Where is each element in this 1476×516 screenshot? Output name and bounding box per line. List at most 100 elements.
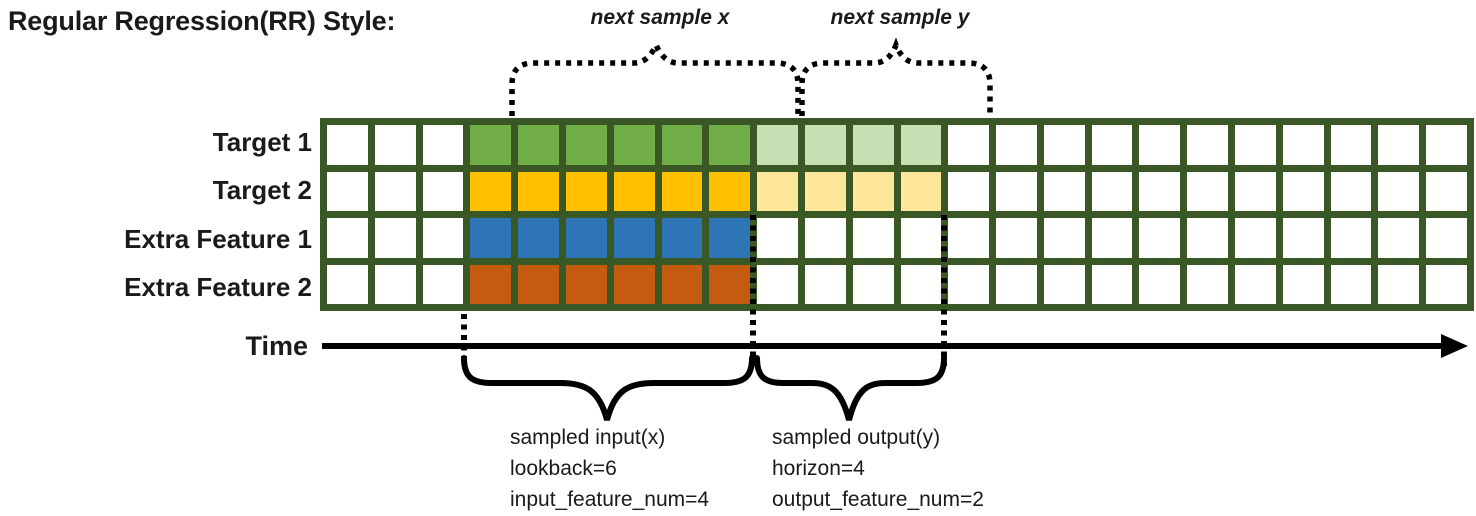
grid-cell <box>1139 264 1181 304</box>
grid-cell <box>996 218 1037 258</box>
grid-cell <box>804 171 846 211</box>
grid-cell <box>1378 218 1420 258</box>
grid-cell <box>948 125 990 165</box>
grid-cell <box>518 125 559 165</box>
grid-cell <box>900 218 942 258</box>
grid-cell <box>996 125 1037 165</box>
grid-cell <box>1043 125 1085 165</box>
grid-cell <box>852 218 894 258</box>
grid-cell <box>996 171 1037 211</box>
grid-cell <box>327 218 368 258</box>
grid-cell <box>1426 171 1467 211</box>
time-axis-arrowhead <box>1441 334 1468 358</box>
grid-cell <box>804 218 846 258</box>
grid-cell <box>470 218 512 258</box>
grid-cell <box>804 264 846 304</box>
grid-cell <box>900 264 942 304</box>
grid-cell <box>470 171 512 211</box>
grid-cell <box>757 218 798 258</box>
grid-cell <box>565 171 607 211</box>
row-label: Target 1 <box>212 127 312 157</box>
page-title: Regular Regression(RR) Style: <box>8 6 396 36</box>
grid-cell <box>1330 171 1372 211</box>
grid-cell <box>661 171 703 211</box>
grid-cell <box>1139 125 1181 165</box>
grid-cell <box>757 171 798 211</box>
grid-cell <box>422 171 464 211</box>
grid-cell <box>757 264 798 304</box>
grid-cell <box>709 264 751 304</box>
grid-cell <box>661 218 703 258</box>
grid-cell <box>1330 264 1372 304</box>
grid-cell <box>565 218 607 258</box>
grid-cell <box>1139 171 1181 211</box>
grid-cell <box>757 125 798 165</box>
grid-cell <box>613 125 655 165</box>
next-sample-x-brace <box>509 38 801 116</box>
grid-cell <box>709 125 751 165</box>
grid-cell <box>518 264 559 304</box>
grid-cell <box>1043 171 1085 211</box>
grid-cell <box>374 218 416 258</box>
grid-cell <box>661 125 703 165</box>
row-label: Extra Feature 2 <box>124 271 312 302</box>
grid-cell <box>1043 264 1085 304</box>
grid-cell <box>900 125 942 165</box>
grid-cell <box>1282 264 1324 304</box>
grid-cell <box>1187 171 1229 211</box>
grid-cell <box>709 171 751 211</box>
grid <box>320 118 1474 311</box>
sampled-input-params: sampled input(x) lookback=6 input_featur… <box>510 422 709 515</box>
grid-cell <box>1091 125 1133 165</box>
row-label: Extra Feature 1 <box>124 223 312 254</box>
grid-cell <box>327 125 368 165</box>
grid-cell <box>1187 264 1229 304</box>
grid-cell <box>1043 218 1085 258</box>
grid-cell <box>1187 125 1229 165</box>
lookback-value: lookback=6 <box>510 457 617 480</box>
grid-cell <box>852 171 894 211</box>
grid-cell <box>422 125 464 165</box>
grid-cell <box>518 218 559 258</box>
grid-cell <box>1426 264 1467 304</box>
grid-cell <box>852 264 894 304</box>
sampled-output-params: sampled output(y) horizon=4 output_featu… <box>772 422 984 515</box>
grid-cell <box>1426 125 1467 165</box>
grid-cell <box>948 218 990 258</box>
grid-cell <box>374 171 416 211</box>
grid-cell <box>1235 264 1276 304</box>
next-sample-y-label: next sample y <box>830 6 970 29</box>
grid-cell <box>422 264 464 304</box>
grid-cell <box>374 125 416 165</box>
grid-cell <box>1282 218 1324 258</box>
input-feature-num-value: input_feature_num=4 <box>510 488 710 511</box>
grid-cell <box>1378 125 1420 165</box>
row-label: Target 2 <box>212 175 312 206</box>
grid-cell <box>948 264 990 304</box>
grid-cell <box>470 264 512 304</box>
grid-cell <box>422 218 464 258</box>
grid-cell <box>518 171 559 211</box>
grid-cell <box>1330 125 1372 165</box>
sampled-input-title: sampled input(x) <box>510 426 666 449</box>
next-sample-y-brace <box>799 37 993 116</box>
sampled-output-title: sampled output(y) <box>772 426 941 449</box>
grid-cell <box>613 218 655 258</box>
sampled-input-brace <box>461 355 755 432</box>
grid-cell <box>470 125 512 165</box>
grid-cell <box>327 264 368 304</box>
grid-cell <box>852 125 894 165</box>
grid-cell <box>948 171 990 211</box>
grid-cell <box>804 125 846 165</box>
grid-cell <box>661 264 703 304</box>
grid-cell <box>996 264 1037 304</box>
horizon-value: horizon=4 <box>772 457 865 480</box>
grid-cell <box>1282 125 1324 165</box>
grid-cell <box>1091 171 1133 211</box>
grid-cell <box>327 171 368 211</box>
grid-cell <box>709 218 751 258</box>
grid-cell <box>1378 171 1420 211</box>
grid-cell <box>613 171 655 211</box>
grid-cell <box>565 264 607 304</box>
output-feature-num-value: output_feature_num=2 <box>772 488 984 511</box>
